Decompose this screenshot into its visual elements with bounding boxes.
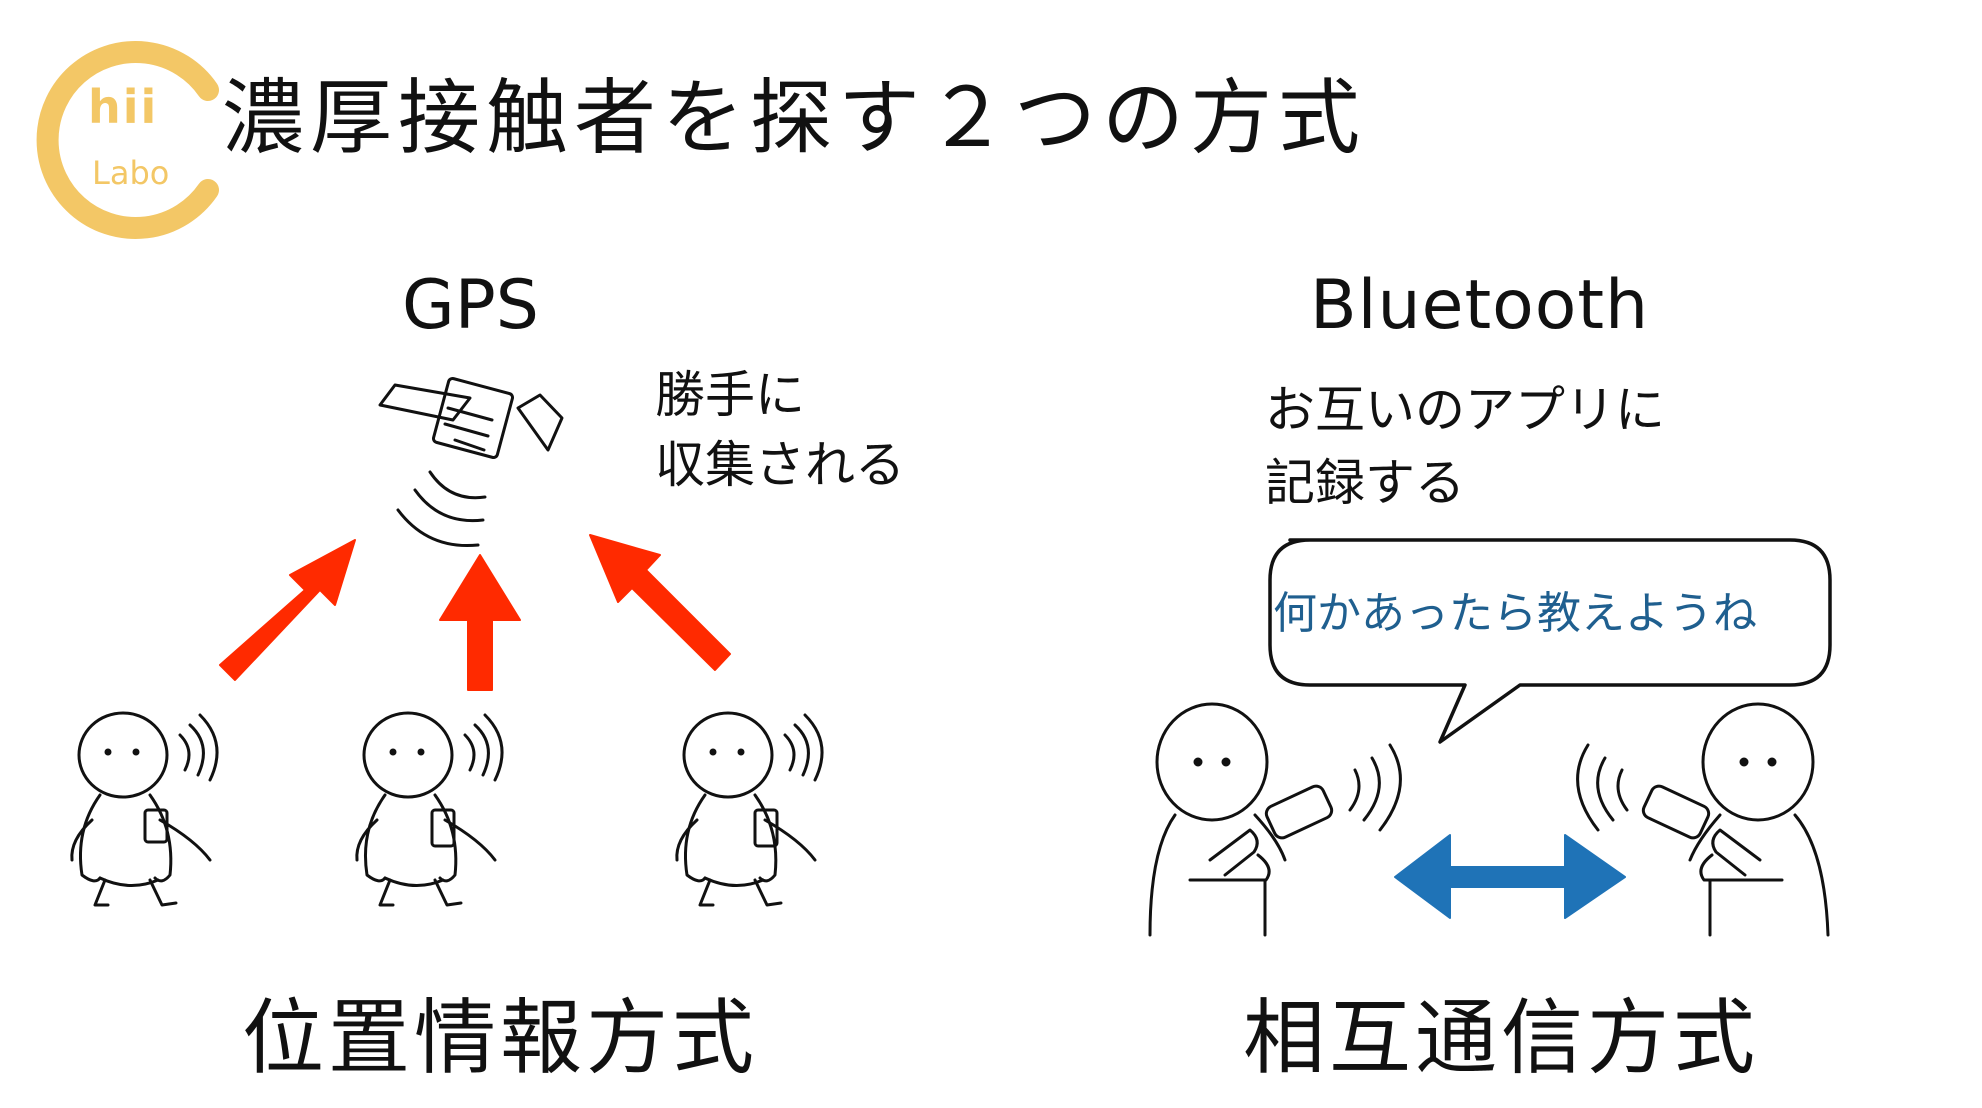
bluetooth-heading: Bluetooth [1310,266,1650,345]
person-icon [675,711,824,907]
bluetooth-method-label: 相互通信方式 [1243,991,1760,1086]
speech-text: 何かあったら教えようね [1273,588,1757,639]
signal-waves-icon [1348,743,1402,832]
gps-arrow-center [439,554,521,691]
smartphone-icon [430,808,456,848]
signal-waves-icon [463,713,504,782]
logo-subtext: Labo [92,154,170,192]
gps-note-line1: 勝手に [655,366,805,424]
gps-note-line2: 収集される [655,436,905,494]
person-icon [355,711,504,907]
gps-heading: GPS [402,266,539,345]
person-icon [70,711,219,907]
signal-waves-icon [783,713,824,782]
signal-waves-icon [1576,743,1629,832]
person-icon [1148,702,1402,937]
bluetooth-note-line2: 記録する [1265,454,1465,512]
smartphone-icon [753,808,779,848]
double-arrow-icon [1394,834,1626,919]
page-title: 濃厚接触者を探す２つの方式 [222,71,1367,166]
smartphone-icon [1641,784,1711,840]
gps-arrow-right [589,534,731,671]
gps-arrow-left [219,539,356,681]
gps-method-label: 位置情報方式 [242,991,759,1086]
logo-word: hii [88,80,159,134]
smartphone-icon [143,808,169,844]
signal-waves-icon [178,713,219,782]
speech-bubble-icon [1268,538,1832,744]
bluetooth-note-line1: お互いのアプリに [1265,381,1665,439]
person-icon [1576,702,1830,937]
logo-ring [36,41,219,239]
satellite-icon [378,376,564,548]
smartphone-icon [1264,784,1334,840]
